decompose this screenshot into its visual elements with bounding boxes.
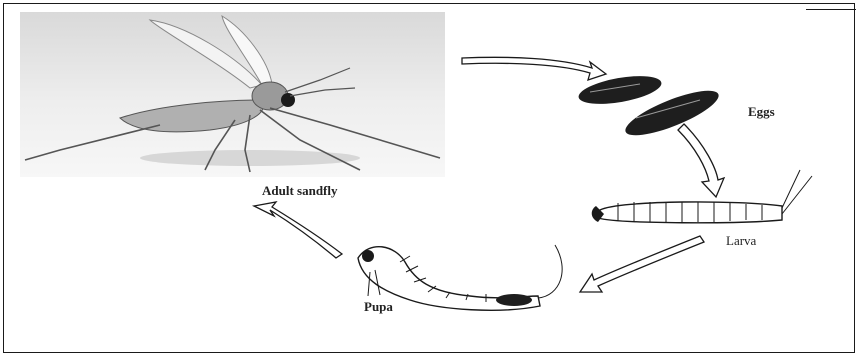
arrow-pupa-to-adult <box>254 202 342 258</box>
larva-illustration <box>592 170 812 223</box>
arrow-eggs-to-larva <box>678 124 724 197</box>
sandfly-illustration <box>20 12 445 177</box>
label-eggs: Eggs <box>748 104 775 120</box>
arrow-larva-to-pupa <box>580 236 704 292</box>
label-larva: Larva <box>726 233 756 249</box>
arrow-adult-to-eggs <box>462 57 606 80</box>
label-pupa: Pupa <box>364 299 393 315</box>
label-adult-sandfly: Adult sandfly <box>262 183 338 199</box>
eggs-illustration <box>577 71 724 144</box>
